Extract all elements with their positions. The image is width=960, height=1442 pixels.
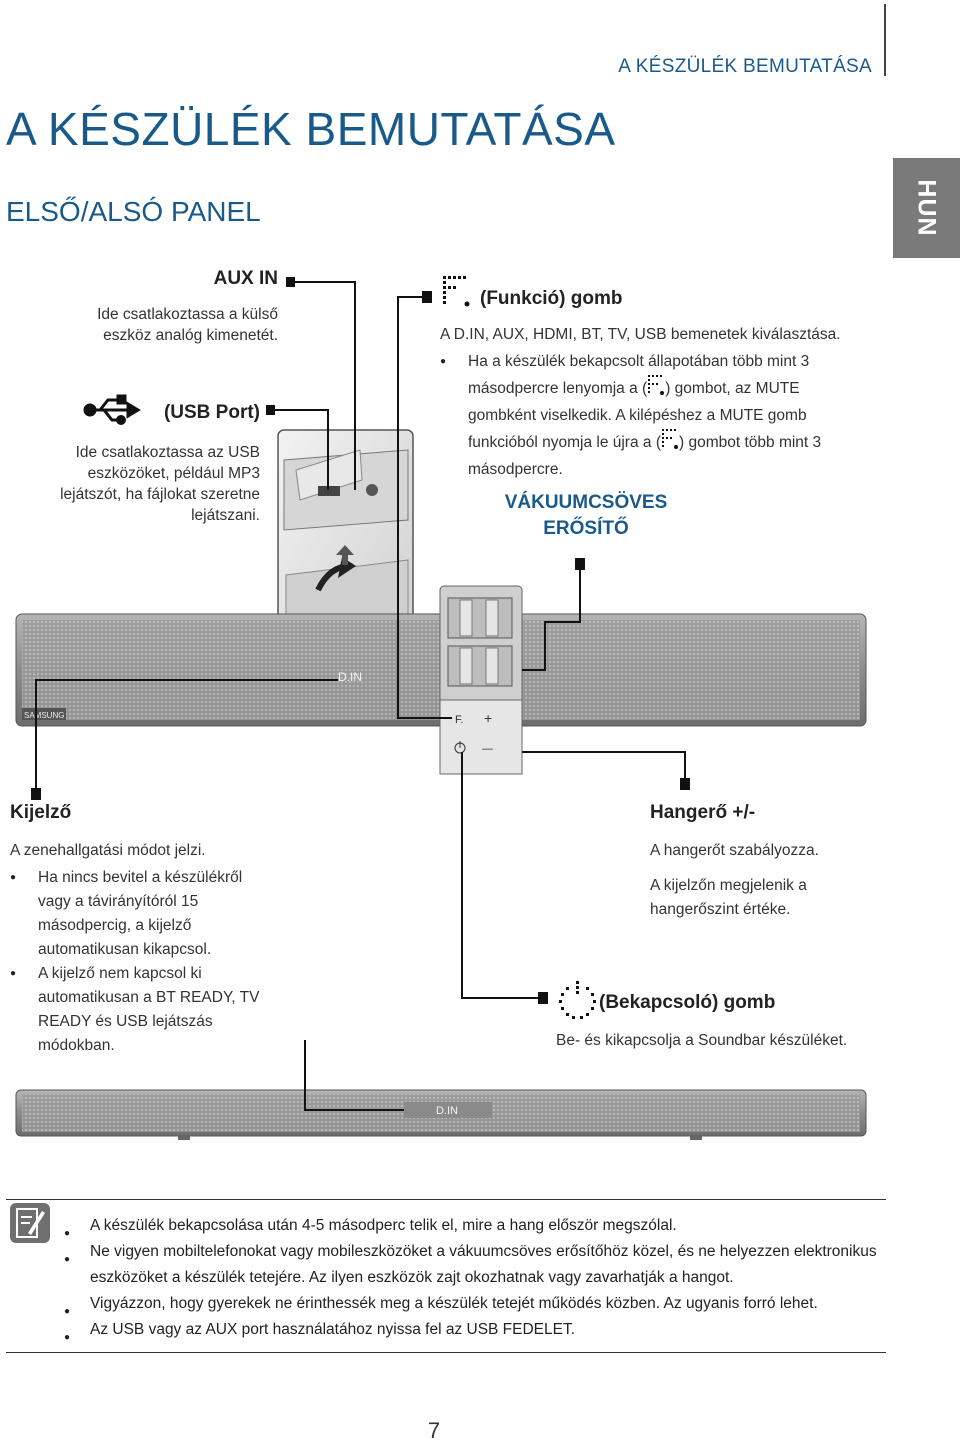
leader-lines	[35, 281, 686, 1111]
up-arrow-icon	[336, 545, 354, 565]
function-title: (Funkció) gomb	[480, 288, 623, 309]
volume-title: Hangerő +/-	[650, 802, 756, 823]
display-title: Kijelző	[10, 802, 72, 823]
aux-in-title: AUX IN	[213, 268, 278, 289]
leader-volume	[522, 751, 686, 785]
note-pencil-icon	[10, 1203, 50, 1243]
volume-down-label: —	[482, 743, 493, 755]
leader-power	[461, 752, 542, 999]
function-inline-icon	[661, 428, 679, 458]
volume-line-1: A hangerőt szabályozza.	[650, 842, 819, 859]
leader-function	[397, 296, 452, 719]
notes-top-rule	[6, 1199, 886, 1200]
function-button-label: F.	[455, 714, 464, 726]
section-title: ELSŐ/ALSÓ PANEL	[6, 196, 261, 227]
volume-line-2: A kijelzőn megjelenik a hangerőszint ért…	[650, 877, 807, 918]
notes-list: A készülék bekapcsolása után 4-5 másodpe…	[64, 1213, 884, 1351]
tube-window-2	[447, 645, 513, 687]
soundbar-bottom: D.IN	[15, 1089, 867, 1140]
note-item: Az USB vagy az AUX port használatához ny…	[64, 1317, 884, 1351]
display-readout-bottom: D.IN	[436, 1105, 458, 1117]
page-title: A KÉSZÜLÉK BEMUTATÁSA	[6, 103, 616, 155]
language-tab: HUN	[893, 158, 960, 258]
tube-window-1	[447, 597, 513, 639]
leader-aux	[290, 281, 356, 490]
tube-amp-title-line2: ERŐSÍTŐ	[543, 518, 629, 539]
aux-in-description: Ide csatlakoztassa a külső eszköz analóg…	[97, 306, 278, 344]
display-intro: A zenehallgatási módot jelzi.	[10, 842, 206, 859]
leader-display	[35, 679, 338, 795]
running-title: A KÉSZÜLÉK BEMUTATÁSA	[618, 56, 872, 77]
usb-icon	[83, 394, 141, 425]
note-item: A készülék bekapcsolása után 4-5 másodpe…	[64, 1213, 884, 1247]
brand-logo: SAMSUNG	[24, 711, 64, 720]
leader-tube	[522, 565, 581, 671]
volume-up-label: +	[484, 710, 492, 726]
usb-title: (USB Port)	[163, 402, 260, 423]
display-bullet: Ha nincs bevitel a készülékről vagy a tá…	[10, 866, 270, 962]
function-icon	[443, 276, 470, 307]
notes-bottom-rule	[6, 1352, 886, 1353]
leader-usb	[270, 409, 329, 490]
function-inline-icon	[647, 374, 665, 404]
power-description: Be- és kikapcsolja a Soundbar készüléket…	[556, 1032, 848, 1049]
power-icon	[559, 981, 596, 1019]
display-bullet: A kijelző nem kapcsol ki automatikusan a…	[10, 962, 270, 1058]
function-bullets: Ha a készülék bekapcsolt állapotában töb…	[440, 350, 860, 482]
leader-endpoints	[31, 277, 690, 1004]
function-intro: A D.IN, AUX, HDMI, BT, TV, USB bemenetek…	[440, 326, 841, 343]
power-title: (Bekapcsoló) gomb	[599, 992, 776, 1013]
tube-amp-title-line1: VÁKUUMCSÖVES	[504, 492, 668, 513]
display-readout: D.IN	[338, 670, 362, 684]
function-bullet: Ha a készülék bekapcsolt állapotában töb…	[440, 350, 860, 482]
page-number: 7	[427, 1418, 441, 1442]
usb-description: Ide csatlakoztassa az USB eszközöket, pé…	[60, 444, 260, 524]
note-item: Ne vigyen mobiltelefonokat vagy mobilesz…	[64, 1239, 884, 1291]
leader-display-bottom	[304, 1040, 404, 1111]
soundbar-front: F. + — D.IN SAMSUNG	[15, 585, 867, 775]
note-item: Vigyázzon, hogy gyerekek ne érinthessék …	[64, 1291, 884, 1325]
usb-port-slot	[318, 486, 340, 496]
display-bullets: Ha nincs bevitel a készülékről vagy a tá…	[10, 866, 270, 1058]
aux-port-jack	[366, 484, 378, 496]
header-rule	[884, 4, 886, 76]
